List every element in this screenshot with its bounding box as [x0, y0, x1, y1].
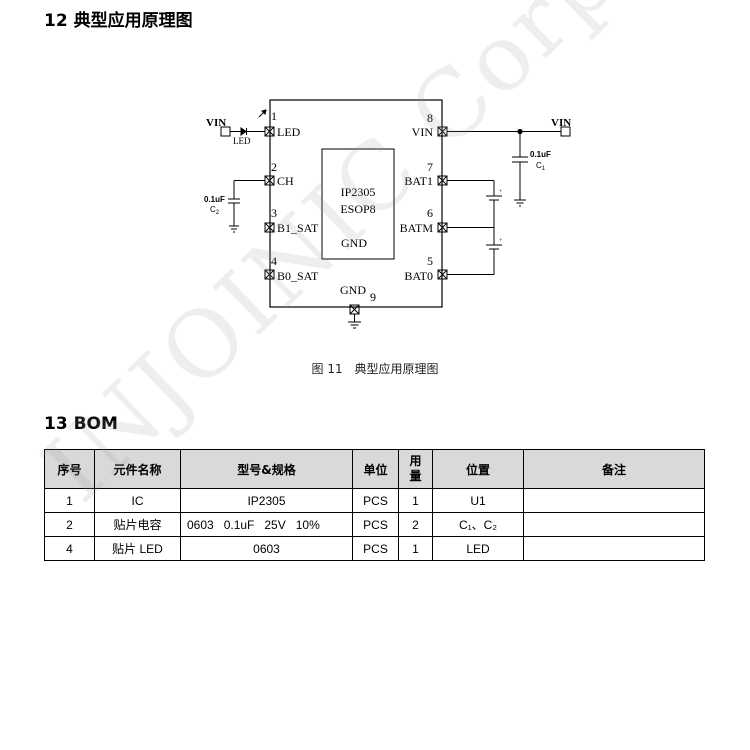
vin-left-label: VIN — [206, 117, 226, 129]
pin-3-number: 3 — [271, 206, 277, 220]
header-position: 位置 — [432, 449, 524, 489]
pin-8-number: 8 — [427, 111, 433, 125]
cell-unit: PCS — [352, 488, 399, 513]
header-remark: 备注 — [523, 449, 705, 489]
c1-name: C1 — [536, 161, 546, 172]
pin-5-number: 5 — [427, 254, 433, 268]
table-row: 1 IC IP2305 PCS 1 U1 — [44, 488, 705, 513]
c1-value: 0.1uF — [530, 150, 551, 159]
section-13-title: 13 BOM — [44, 414, 118, 434]
led-symbol — [230, 109, 267, 136]
cell-position: C₁、C₂ — [432, 512, 524, 537]
led-label: LED — [233, 136, 251, 146]
junction-dot — [517, 128, 523, 135]
pin-7-number: 7 — [427, 160, 433, 174]
cell-qty: 1 — [398, 536, 433, 561]
cell-spec: 0603 — [180, 536, 353, 561]
ic-die — [321, 148, 395, 260]
cell-qty: 1 — [398, 488, 433, 513]
header-name: 元件名称 — [94, 449, 181, 489]
chip-gnd-label: GND — [341, 236, 367, 250]
cell-remark — [523, 488, 705, 513]
header-index: 序号 — [44, 449, 95, 489]
cell-position: U1 — [432, 488, 524, 513]
pin-4-number: 4 — [271, 254, 277, 268]
pin-6-label: BATM — [400, 221, 434, 235]
pin-1-number: 1 — [271, 109, 277, 123]
pin-6-number: 6 — [427, 206, 433, 220]
cell-unit: PCS — [352, 536, 399, 561]
pin-marker-right — [437, 126, 448, 280]
pin-2-number: 2 — [271, 160, 277, 174]
header-unit: 单位 — [352, 449, 399, 489]
pin-9-label: GND — [340, 283, 366, 297]
figure-number: 图 11 — [311, 362, 343, 376]
battery-plus-1: + — [499, 189, 503, 195]
c2-value: 0.1uF — [204, 195, 225, 204]
table-row: 2 贴片电容 0603 0.1uF 25V 10% PCS 2 C₁、C₂ — [44, 512, 705, 537]
c2-name: C2 — [210, 205, 220, 216]
cell-name: IC — [94, 488, 181, 513]
cell-index: 1 — [44, 488, 95, 513]
header-qty: 用量 — [398, 449, 433, 489]
battery-stack — [447, 180, 502, 275]
cell-index: 4 — [44, 536, 95, 561]
cell-spec: IP2305 — [180, 488, 353, 513]
cell-remark — [523, 512, 705, 537]
capacitor-c2 — [228, 180, 265, 233]
figure-title: 典型应用原理图 — [354, 362, 439, 376]
pin-1-label: LED — [277, 125, 301, 139]
vin-left-terminal — [220, 126, 231, 137]
chip-name: IP2305 — [341, 185, 376, 199]
header-spec: 型号&规格 — [180, 449, 353, 489]
pin-3-label: B1_SAT — [277, 221, 319, 235]
pin-9-marker — [348, 304, 361, 329]
pin-8-label: VIN — [412, 125, 434, 139]
cell-unit: PCS — [352, 512, 399, 537]
cell-name: 贴片电容 — [94, 512, 181, 537]
battery-plus-2: + — [499, 238, 503, 244]
vin-right-label: VIN — [551, 117, 571, 129]
cell-index: 2 — [44, 512, 95, 537]
cell-remark — [523, 536, 705, 561]
ic-outline — [269, 99, 443, 308]
cell-name: 贴片 LED — [94, 536, 181, 561]
pin-4-label: B0_SAT — [277, 269, 319, 283]
cell-qty: 2 — [398, 512, 433, 537]
cell-spec: 0603 0.1uF 25V 10% — [180, 512, 353, 537]
figure-caption: 图 11 典型应用原理图 — [0, 360, 750, 377]
pin-marker-left — [264, 126, 275, 280]
chip-package: ESOP8 — [340, 202, 375, 216]
vin-right-wire — [447, 126, 571, 207]
pin-7-label: BAT1 — [404, 174, 433, 188]
section-12-title: 12 典型应用原理图 — [44, 11, 193, 31]
schematic-diagram: IP2305 ESOP8 GND 1 LED 2 CH 3 B1_SAT 4 B… — [204, 99, 571, 329]
pin-9-number: 9 — [370, 290, 376, 304]
bom-header-row: 序号 元件名称 型号&规格 单位 用量 位置 备注 — [44, 449, 705, 489]
table-row: 4 贴片 LED 0603 PCS 1 LED — [44, 536, 705, 561]
pin-5-label: BAT0 — [404, 269, 433, 283]
bom-table: 序号 元件名称 型号&规格 单位 用量 位置 备注 1 IC IP2305 PC… — [44, 449, 705, 561]
cell-position: LED — [432, 536, 524, 561]
pin-2-label: CH — [277, 174, 294, 188]
